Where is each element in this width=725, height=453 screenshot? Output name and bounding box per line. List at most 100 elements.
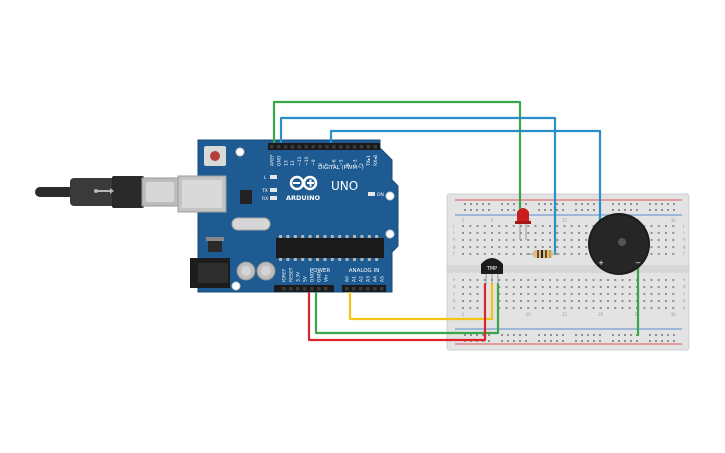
header-pin — [352, 287, 356, 291]
chip-pin — [375, 235, 379, 238]
breadboard-hole — [578, 293, 580, 295]
header-pin — [282, 287, 286, 291]
breadboard-hole — [624, 334, 626, 336]
piezo-buzzer[interactable]: + − — [588, 213, 650, 275]
breadboard-hole — [505, 300, 508, 302]
breadboard-hole — [534, 279, 537, 281]
breadboard-hole — [469, 239, 472, 241]
breadboard-hole — [549, 225, 551, 227]
breadboard-hole — [665, 300, 667, 302]
wire-yellow-a0[interactable] — [348, 283, 494, 321]
breadboard-hole — [628, 279, 631, 281]
column-label: 5 — [491, 218, 494, 223]
breadboard-hole — [534, 307, 537, 309]
breadboard-hole — [614, 300, 617, 302]
breadboard-hole — [520, 279, 522, 281]
breadboard-hole — [562, 209, 564, 211]
breadboard-hole — [593, 340, 595, 342]
breadboard-hole — [498, 253, 501, 255]
breadboard-hole — [476, 279, 479, 281]
breadboard-hole — [581, 209, 583, 211]
breadboard-hole — [491, 253, 493, 255]
breadboard-hole — [563, 239, 566, 241]
breadboard-hole — [563, 232, 566, 234]
breadboard-hole — [581, 340, 583, 342]
chip-pin — [293, 258, 297, 261]
breadboard-hole — [575, 334, 577, 336]
breadboard-hole — [575, 340, 577, 342]
breadboard-hole — [501, 334, 503, 336]
breadboard-hole — [534, 246, 537, 248]
chip-pin — [279, 258, 282, 261]
chip-pin — [301, 235, 305, 238]
breadboard-hole — [661, 209, 663, 211]
digital-header[interactable] — [268, 143, 380, 150]
breadboard-hole — [483, 232, 486, 234]
breadboard-hole — [512, 225, 515, 227]
breadboard-hole — [556, 239, 559, 241]
breadboard-hole — [570, 225, 573, 227]
breadboard-hole — [578, 246, 580, 248]
row-label: i — [683, 230, 684, 235]
breadboard-hole — [665, 307, 667, 309]
breadboard-hole — [505, 279, 508, 281]
breadboard-hole — [636, 340, 638, 342]
breadboard-hole — [513, 340, 515, 342]
breadboard-hole — [462, 300, 464, 302]
analog-pin-label: A4 — [373, 276, 379, 282]
breadboard-hole — [599, 334, 601, 336]
chip-pin — [367, 235, 371, 238]
breadboard-hole — [525, 334, 527, 336]
chip-pin — [353, 235, 356, 238]
breadboard-hole — [563, 253, 566, 255]
breadboard-hole — [556, 293, 559, 295]
wire-green-gnd[interactable] — [272, 100, 522, 213]
wire-red-5v[interactable] — [307, 283, 487, 342]
breadboard-hole — [498, 286, 501, 288]
breadboard-hole — [578, 307, 580, 309]
breadboard-hole — [587, 209, 589, 211]
breadboard-hole — [507, 209, 509, 211]
breadboard-hole — [607, 293, 609, 295]
breadboard-hole — [505, 239, 508, 241]
breadboard-hole — [587, 334, 589, 336]
resistor[interactable] — [526, 250, 560, 258]
wire-blue-led[interactable] — [279, 116, 557, 255]
breadboard-hole — [512, 253, 515, 255]
breadboard-hole — [618, 334, 620, 336]
breadboard-hole — [649, 209, 651, 211]
row-label: b — [453, 298, 456, 303]
breadboard-hole — [628, 307, 631, 309]
breadboard-hole — [630, 340, 632, 342]
temperature-sensor[interactable]: TMP — [481, 258, 503, 284]
header-pin — [296, 287, 300, 291]
breadboard-hole — [549, 279, 551, 281]
breadboard-hole — [534, 286, 537, 288]
row-label: e — [453, 277, 456, 282]
breadboard-hole — [520, 246, 522, 248]
analog-header[interactable] — [342, 285, 386, 292]
breadboard-hole — [614, 279, 617, 281]
red-led[interactable] — [515, 208, 531, 240]
breadboard-hole — [657, 246, 660, 248]
column-label: 30 — [671, 312, 677, 317]
chip-pin — [360, 258, 364, 261]
breadboard-hole — [541, 286, 544, 288]
header-pin — [318, 145, 322, 149]
row-label: d — [683, 284, 686, 289]
breadboard-hole — [599, 340, 601, 342]
breadboard-hole — [650, 232, 653, 234]
wire-blue-buzzer[interactable] — [329, 129, 602, 222]
breadboard-hole — [667, 340, 669, 342]
breadboard-hole — [621, 293, 624, 295]
breadboard-hole — [562, 203, 564, 205]
breadboard-hole — [599, 300, 602, 302]
breadboard-hole — [667, 334, 669, 336]
breadboard-hole — [525, 203, 527, 205]
breadboard-hole — [544, 334, 546, 336]
breadboard-hole — [612, 209, 614, 211]
breadboard-hole — [621, 307, 624, 309]
buzzer-minus-label: − — [635, 259, 641, 267]
wire-green-gnd-rail[interactable] — [314, 283, 500, 335]
